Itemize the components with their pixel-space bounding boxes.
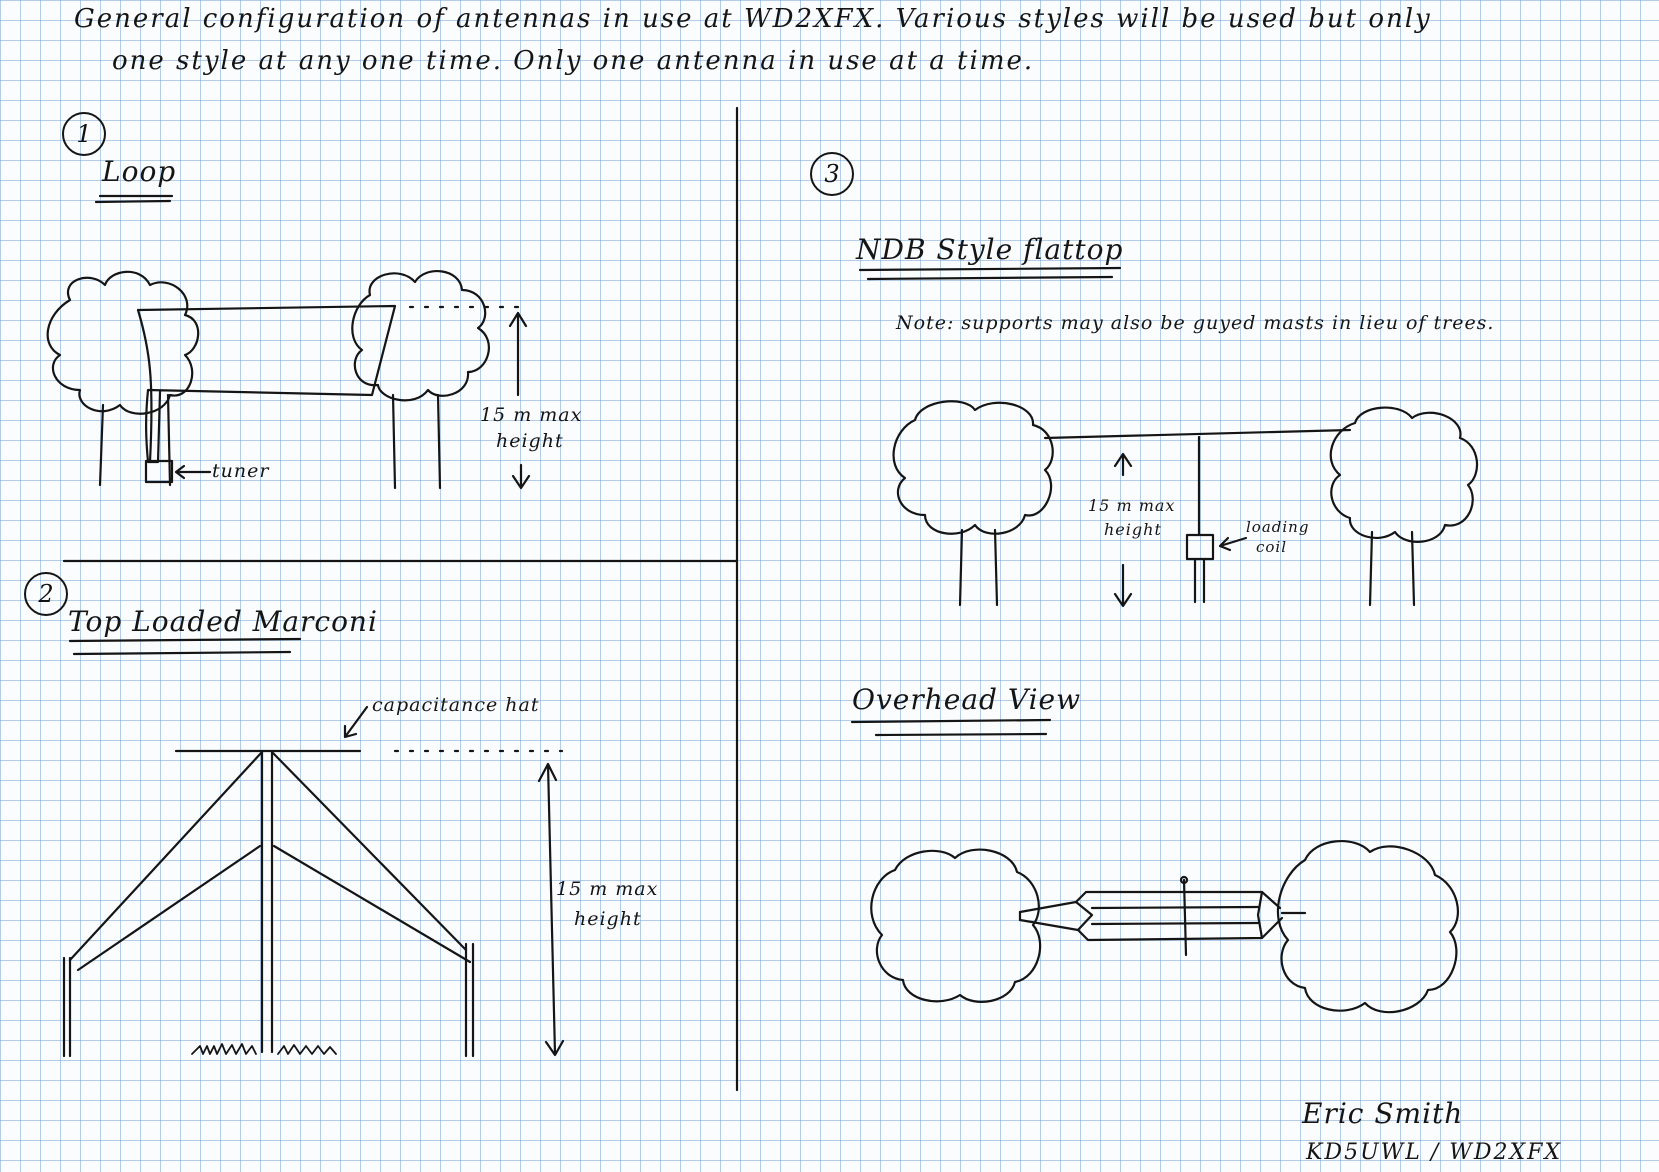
loading-coil-box (1185, 533, 1215, 561)
tuner-label: tuner (212, 460, 270, 482)
tuner-arrow (174, 464, 212, 480)
overhead-antenna (1018, 875, 1307, 957)
loop-right-tree (351, 270, 490, 490)
section-1-number: 1 (62, 112, 106, 156)
loop-height-arrow (508, 311, 531, 490)
overhead-title: Overhead View (852, 683, 1082, 716)
marconi-left-post (62, 956, 72, 1058)
ndb-height-label-2: height (1104, 520, 1162, 539)
ndb-title: NDB Style flattop (856, 233, 1124, 266)
overhead-left-tree (870, 848, 1042, 1003)
signature-calls: KD5UWL / WD2XFX (1306, 1140, 1563, 1165)
capacitance-hat-label: capacitance hat (372, 694, 540, 716)
ndb-title-underline (858, 266, 1122, 281)
overhead-title-underline (850, 718, 1052, 737)
ndb-note: Note: supports may also be guyed masts i… (896, 312, 1495, 334)
hat-arrow (343, 705, 369, 739)
ndb-coil-feed (1193, 557, 1206, 604)
coil-label-2: coil (1256, 538, 1288, 556)
marconi-height-arrow (537, 762, 565, 1057)
loop-height-label-1: 15 m max (480, 404, 583, 426)
ndb-left-tree (892, 400, 1054, 607)
ground-grass (191, 1043, 337, 1055)
overhead-right-tree (1276, 840, 1459, 1014)
header-line-1: General configuration of antennas in use… (74, 4, 1432, 34)
section-2-number: 2 (24, 572, 68, 616)
marconi-guy-wires (68, 750, 472, 972)
loop-height-label-2: height (496, 430, 564, 452)
marconi-mast (260, 750, 274, 1054)
signature-name: Eric Smith (1302, 1097, 1464, 1130)
header-line-2: one style at any one time. Only one ante… (112, 46, 1035, 76)
coil-label-1: loading (1246, 518, 1310, 536)
marconi-title: Top Loaded Marconi (68, 605, 378, 638)
coil-arrow (1218, 536, 1248, 552)
loop-title-underline (94, 194, 174, 204)
marconi-height-label-2: height (574, 908, 642, 930)
flattop-wire (1043, 428, 1352, 440)
ndb-right-tree (1329, 406, 1479, 607)
marconi-right-post (464, 942, 475, 1058)
marconi-height-label-1: 15 m max (556, 878, 659, 900)
loop-tuner-box (144, 459, 174, 484)
section-3-number: 3 (810, 152, 854, 196)
ndb-height-arrow (1113, 452, 1133, 608)
ndb-height-label-1: 15 m max (1088, 496, 1176, 515)
loop-wire (136, 304, 397, 464)
loop-title: Loop (102, 155, 177, 188)
loop-left-tree (46, 270, 200, 487)
marconi-title-underline (68, 637, 302, 656)
